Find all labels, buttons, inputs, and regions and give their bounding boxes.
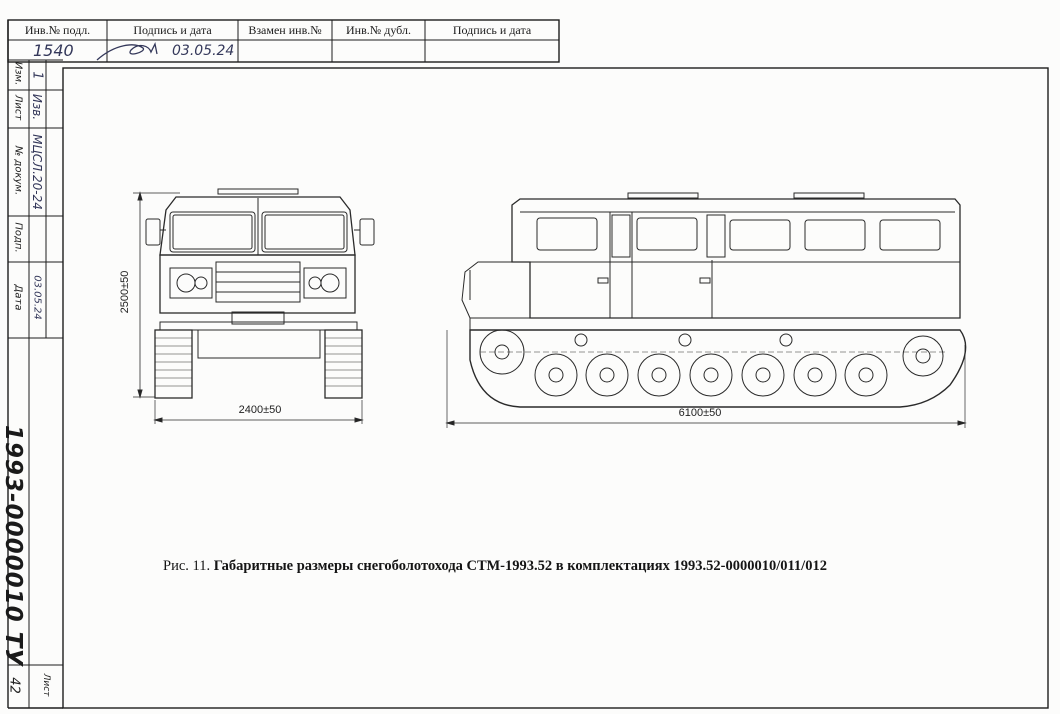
dimension-side-length: 6100±50 xyxy=(678,407,722,419)
sheet-number: 42 xyxy=(6,677,22,694)
stamp-header-signature-date: Подпись и дата xyxy=(133,22,212,37)
side-value-date: 03.05.24 xyxy=(31,275,43,320)
stamp-header-replacement-inv: Взамен инв.№ xyxy=(248,22,322,37)
side-view-drawing xyxy=(445,192,967,428)
side-label-sheet: Лист xyxy=(12,94,24,121)
caption-prefix: Рис. 11. xyxy=(163,558,211,574)
side-value-sheet: Изв. xyxy=(30,93,44,121)
stamp-header-inv-duplicate: Инв.№ дубл. xyxy=(346,22,411,37)
document-number: 1993-0000010 ТУ xyxy=(0,425,26,668)
stamp-header-signature-date-2: Подпись и дата xyxy=(452,22,532,37)
stamp-signature-date: 03.05.24 xyxy=(172,43,235,59)
figure-caption: Рис. 11. Габаритные размеры снегоболотох… xyxy=(163,558,923,575)
sheet-label: Лист xyxy=(41,673,51,697)
signature-mark xyxy=(96,42,158,61)
caption-text: Габаритные размеры снегоболотохода СТМ-1… xyxy=(213,558,827,574)
dimension-front-width: 2400±50 xyxy=(238,404,282,416)
dimension-front-height: 2500±50 xyxy=(119,270,131,314)
front-view-drawing xyxy=(133,188,375,424)
stamp-inv-number: 1540 xyxy=(33,41,74,60)
side-value-doc-number: МЦСЛ.20-24 xyxy=(30,134,44,210)
side-label-sign: Подп. xyxy=(12,222,24,253)
stamp-header-inv-original: Инв.№ подл. xyxy=(24,22,91,37)
side-label-doc-number: № докум. xyxy=(12,145,24,196)
side-label-date: Дата xyxy=(12,284,24,311)
